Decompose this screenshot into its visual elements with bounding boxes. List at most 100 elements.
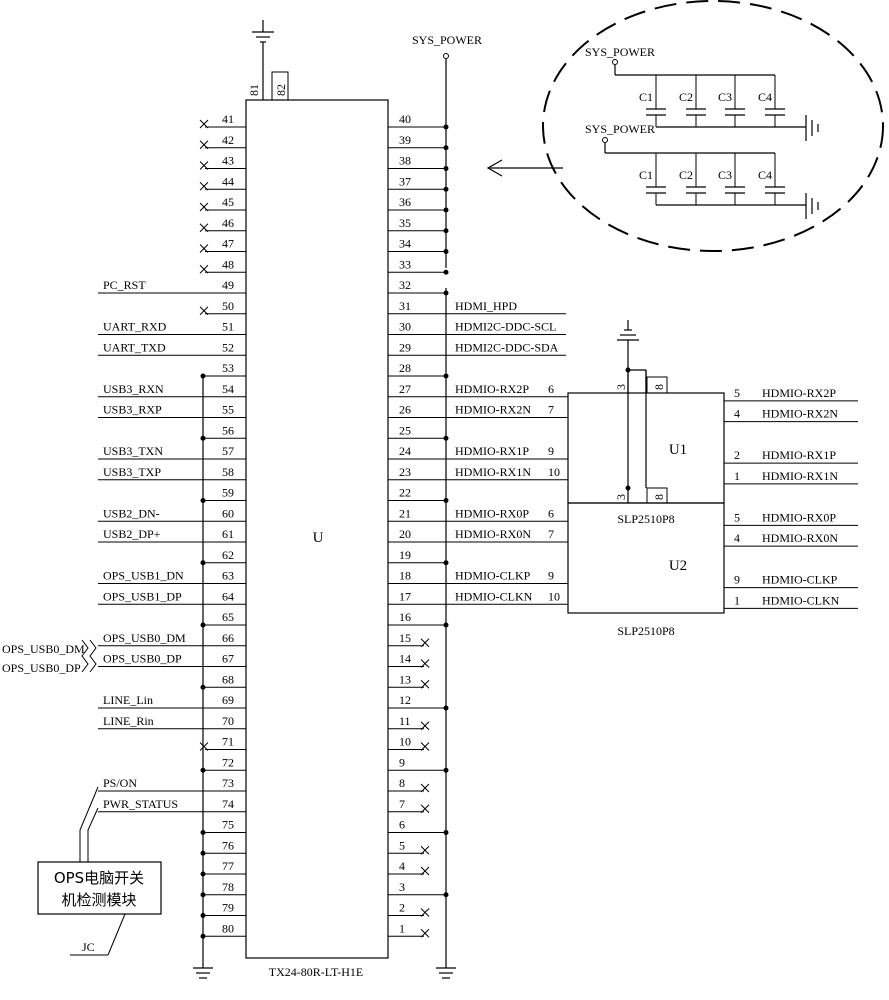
pin-number: 2 <box>399 901 405 915</box>
left-pin-48: 48 <box>199 257 246 274</box>
junction-dot <box>200 684 206 690</box>
pin-number: 51 <box>222 320 234 334</box>
no-connect-mark <box>420 866 430 876</box>
detail-arrow <box>486 159 563 177</box>
pin-number: 50 <box>222 299 234 313</box>
junction-dot <box>443 373 449 379</box>
pin-number: 58 <box>222 465 234 479</box>
net-label: UART_TXD <box>103 340 166 354</box>
no-connect-mark <box>199 140 209 150</box>
junction-dot <box>443 186 449 192</box>
pin-number: 21 <box>399 506 411 520</box>
junction-dot <box>200 913 206 918</box>
pin-number: 31 <box>399 299 411 313</box>
net-label: LINE_Lin <box>103 693 153 707</box>
cap-label: C4 <box>758 90 772 104</box>
cap-sys-power-1: SYS_POWER <box>585 45 655 59</box>
pin-number: 53 <box>222 361 234 375</box>
right-pin-34: 34 <box>388 237 449 254</box>
pin-number: 57 <box>222 444 234 458</box>
pin-number: 76 <box>222 838 234 852</box>
pin-number: 37 <box>399 174 411 188</box>
junction-dot <box>443 622 449 628</box>
pin-number: 79 <box>222 901 234 915</box>
net-label: HDMIO-RX1N <box>455 465 531 479</box>
net-label: HDMIO-RX2P <box>762 386 836 400</box>
cap-sys-power-2: SYS_POWER <box>585 122 655 136</box>
pin-number: 29 <box>399 340 411 354</box>
pin-number: 78 <box>222 880 234 894</box>
net-label: HDMIO-CLKN <box>455 589 533 603</box>
ops-module-line2: 机检测模块 <box>61 891 136 909</box>
right-pin-8: 8 <box>388 776 430 793</box>
right-pin-3: 3 <box>388 880 449 898</box>
left-pin-45: 45 <box>199 195 246 212</box>
no-connect-mark <box>199 119 209 129</box>
net-label: USB3_TXP <box>103 465 161 479</box>
u-pin-number: 5 <box>734 510 740 524</box>
sys-power-terminal <box>443 53 449 59</box>
net-label: OPS_USB0_DP <box>103 652 182 666</box>
top-pin-81: 81 <box>247 84 261 96</box>
net-label: HDMIO-RX1N <box>762 469 838 483</box>
net-label: HDMIO-RX2N <box>455 403 531 417</box>
junction-dot <box>200 498 206 503</box>
left-pin-56: 56 <box>200 423 246 441</box>
net-label: HDMI2C-DDC-SDA <box>455 340 559 354</box>
junction-dot <box>443 249 449 254</box>
left-pin-75: 75 <box>200 818 246 835</box>
pin-number: 62 <box>222 548 234 562</box>
connector-part-number: TX24-80R-LT-H1E <box>269 965 363 979</box>
right-pin-4: 4 <box>388 859 430 876</box>
u-pin-number: 1 <box>734 593 740 607</box>
pin-number: 41 <box>222 112 234 126</box>
pin-number: 8 <box>399 776 405 790</box>
net-label: HDMIO-CLKN <box>762 593 840 607</box>
u-pin-number: 1 <box>734 469 740 483</box>
connector-top-pins: 81 82 <box>247 45 289 101</box>
net-label: USB2_DN- <box>103 506 160 520</box>
left-pin-58: 58 USB3_TXP <box>98 465 246 481</box>
pin-number: 68 <box>222 672 234 686</box>
left-pin-59: 59 <box>200 486 246 503</box>
pin-number: 35 <box>399 216 411 230</box>
u2-part: SLP2510P8 <box>617 624 674 638</box>
svg-text:8: 8 <box>652 494 666 500</box>
right-pin-6: 6 <box>388 818 449 835</box>
no-connect-mark <box>199 161 209 170</box>
left-pin-44: 44 <box>199 174 246 191</box>
right-pin-11: 11 <box>388 714 430 731</box>
ground-symbol-left <box>193 967 213 979</box>
right-pin-10: 10 <box>388 735 430 751</box>
net-label: USB2_DP+ <box>103 527 161 541</box>
cap-label: C3 <box>718 168 732 182</box>
no-connect-mark <box>420 908 430 917</box>
pin-number: 71 <box>222 735 234 749</box>
connector-ref: U <box>313 530 324 546</box>
left-pin-72: 72 <box>200 755 246 773</box>
pin-number: 23 <box>399 465 411 479</box>
junction-dot <box>443 166 449 171</box>
junction-dot <box>443 124 449 130</box>
ground-symbol-right <box>436 967 456 979</box>
left-pin-50: 50 <box>199 299 246 316</box>
no-connect-mark <box>420 928 430 938</box>
pin-number: 7 <box>399 797 405 811</box>
junction-dot <box>200 622 206 628</box>
pin-number: 3 <box>399 880 405 894</box>
junction-dot <box>443 830 449 835</box>
right-pin-13: 13 <box>388 672 430 689</box>
pin-number: 43 <box>222 154 234 168</box>
junction-dot <box>200 850 206 856</box>
no-connect-mark <box>420 742 430 751</box>
left-pin-78: 78 <box>200 880 246 898</box>
pin-number: 46 <box>222 216 234 230</box>
